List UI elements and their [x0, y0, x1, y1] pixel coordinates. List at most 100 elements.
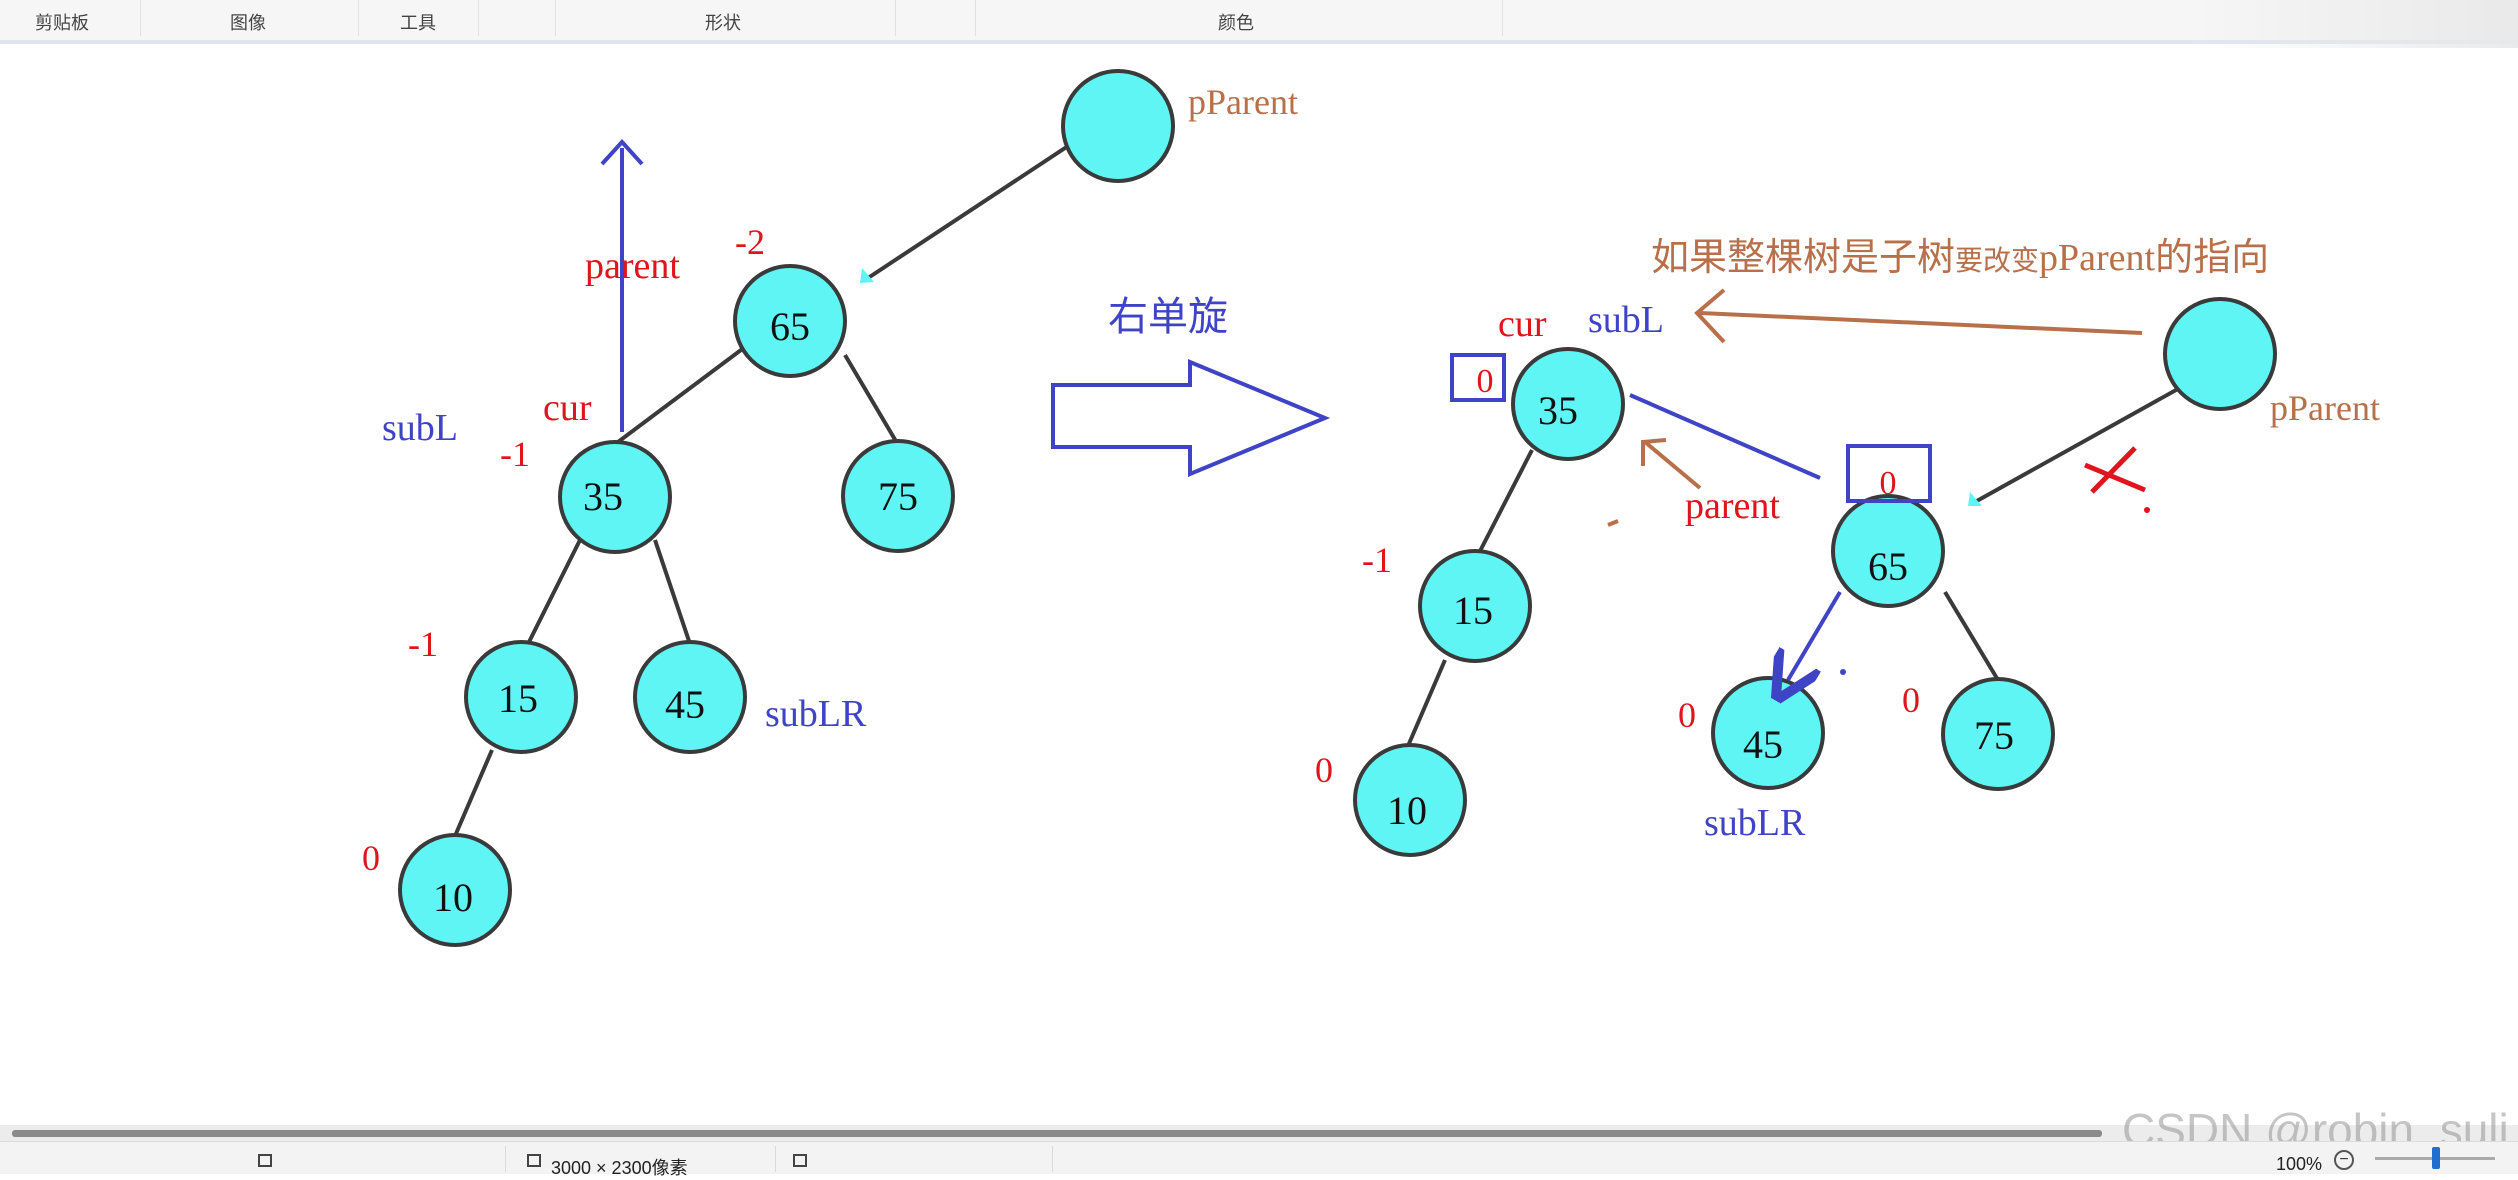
status-separator	[505, 1146, 506, 1172]
ribbon-edge-shadow	[2188, 0, 2518, 48]
note-part: 要改变	[1955, 245, 2039, 277]
balance-factor-65: -2	[735, 222, 765, 262]
edge-15-10	[1406, 659, 1447, 747]
node-value: 75	[1974, 713, 2014, 758]
status-bar: 3000 × 2300像素 100%	[0, 1141, 2518, 1178]
tree-node-75	[841, 439, 955, 553]
balance-factor-45: 0	[1678, 695, 1696, 735]
balance-factor-box-65	[1846, 444, 1932, 503]
ribbon-group-colors[interactable]: 颜色	[1218, 13, 1254, 33]
edge-35-15	[1476, 449, 1534, 556]
edge-35-45	[653, 539, 692, 645]
ribbon-separator	[895, 0, 896, 36]
image-size-icon	[527, 1154, 541, 1167]
edge-65-75	[843, 353, 902, 450]
scrollbar-thumb[interactable]	[12, 1130, 2102, 1137]
label-sublr: subLR	[765, 693, 867, 735]
tree-node-65	[733, 264, 847, 378]
note-part: 如果整棵树是子树	[1651, 237, 1955, 279]
ribbon-separator	[555, 0, 556, 36]
balance-factor-65: 0	[1880, 465, 1897, 502]
ink-dot	[2144, 507, 2150, 513]
label-sublr: subLR	[1704, 802, 1806, 844]
balance-factor-10: 0	[1315, 750, 1333, 790]
zoom-level: 100%	[2276, 1154, 2323, 1174]
right-arrow-icon	[1051, 359, 1331, 477]
node-value: 35	[1538, 388, 1578, 433]
balance-factor-box-35	[1450, 353, 1506, 402]
parent-pointer-arrow	[1643, 440, 1702, 490]
upward-arrow-head	[600, 139, 644, 166]
edge-35-65	[1629, 393, 1821, 480]
edge-marker	[860, 268, 874, 283]
note-change-pparent: 如果整棵树是子树要改变pParent的指向	[1651, 237, 2269, 279]
ribbon-group-image[interactable]: 图像	[230, 13, 266, 33]
left-tree: 65 35 75 15 45 10 pParent parent -2 cur …	[362, 69, 1298, 947]
tree-node-75	[1941, 677, 2055, 791]
label-cur: cur	[1498, 303, 1547, 345]
zoom-slider-thumb[interactable]	[2432, 1147, 2440, 1169]
edge-35-15	[526, 539, 582, 645]
edge-pparent-65	[1974, 383, 2186, 504]
balance-factor-15: -1	[1362, 540, 1392, 580]
ribbon-group-shapes[interactable]: 形状	[705, 13, 741, 33]
balance-factor-15: -1	[408, 624, 438, 664]
cross-mark-icon	[2084, 446, 2146, 494]
ribbon-toolbar: 剪贴板 图像 工具 形状 颜色	[0, 0, 2518, 48]
ribbon-separator	[1502, 0, 1503, 36]
ink-dash	[1607, 519, 1619, 527]
ribbon-separator	[358, 0, 359, 36]
ribbon-separator	[478, 0, 479, 36]
label-pparent: pParent	[2270, 388, 2380, 428]
label-parent: parent	[1685, 485, 1780, 527]
edge-15-10	[453, 749, 494, 837]
tree-node-35	[558, 440, 672, 554]
drawing-canvas[interactable]: 65 35 75 15 45 10 pParent parent -2 cur …	[0, 44, 2518, 1125]
node-value: 10	[433, 875, 473, 920]
label-pparent: pParent	[1188, 82, 1298, 122]
image-dimensions: 3000 × 2300像素	[551, 1158, 688, 1178]
tree-node-35	[1511, 347, 1625, 461]
tree-node-15	[1418, 549, 1532, 663]
tree-node-10	[1353, 743, 1467, 857]
tree-node-45	[633, 640, 747, 754]
label-subl: subL	[1588, 299, 1664, 341]
tree-node-pparent	[2163, 297, 2277, 411]
ribbon-separator	[975, 0, 976, 36]
zoom-out-button[interactable]: −	[2334, 1150, 2354, 1170]
ribbon-group-clipboard[interactable]: 剪贴板	[35, 13, 89, 33]
label-right-rotation: 右单旋	[1108, 294, 1228, 339]
status-separator	[775, 1146, 776, 1172]
note-arrow-head	[1694, 288, 1726, 344]
balance-factor-75: 0	[1902, 680, 1920, 720]
node-value: 65	[1868, 544, 1908, 589]
edge-marker	[1968, 492, 1982, 506]
label-parent: parent	[585, 245, 680, 287]
cursor-position-icon	[258, 1154, 272, 1167]
node-value: 35	[583, 474, 623, 519]
tree-node-65	[1831, 494, 1945, 608]
save-icon	[793, 1154, 807, 1167]
note-part: pParent的指向	[2039, 237, 2269, 279]
ink-dot	[1840, 669, 1846, 675]
node-value: 15	[498, 676, 538, 721]
tree-node-10	[398, 833, 512, 947]
label-cur: cur	[543, 387, 592, 429]
balance-factor-35: 0	[1477, 363, 1494, 400]
note-arrow	[1699, 311, 2143, 335]
horizontal-scrollbar[interactable]	[0, 1125, 2518, 1141]
node-value: 65	[770, 304, 810, 349]
edge-65-75	[1943, 590, 2000, 682]
label-subl: subL	[382, 407, 458, 449]
balance-factor-35: -1	[500, 434, 530, 474]
balance-factor-10: 0	[362, 838, 380, 878]
edge-65-35	[616, 345, 747, 444]
tree-node-pparent	[1061, 69, 1175, 183]
node-value: 45	[1743, 722, 1783, 767]
node-value: 45	[665, 682, 705, 727]
node-value: 75	[878, 474, 918, 519]
ribbon-group-tools[interactable]: 工具	[400, 13, 436, 33]
rotation-transition: 右单旋	[1051, 294, 1331, 477]
tree-node-15	[464, 640, 578, 754]
right-tree: 35 65 15 10 45 75 0 0 -1 0 0 0 cur subL …	[1315, 237, 2380, 857]
